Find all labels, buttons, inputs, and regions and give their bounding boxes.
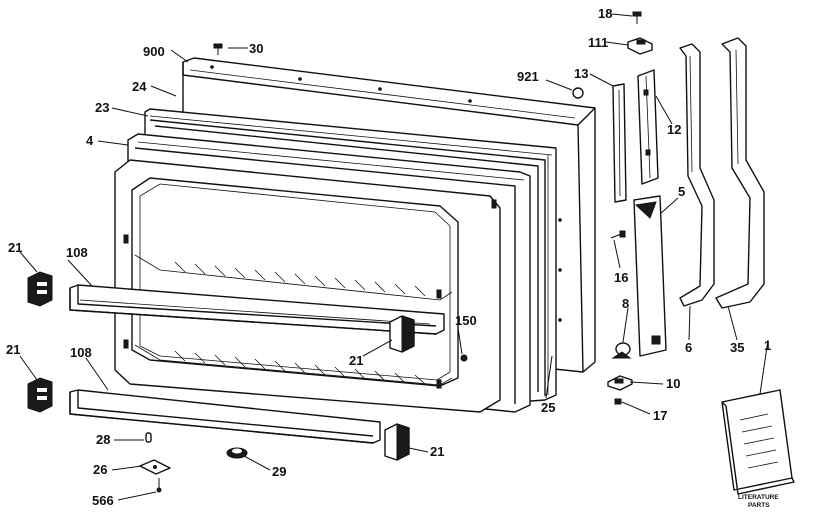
screw-16 [610,230,626,239]
screw-18 [632,11,642,24]
plate-26 [139,459,171,475]
label-108-upper: 108 [66,245,88,260]
handle-6 [679,43,715,307]
literature-booklet [721,389,795,495]
parts-label: PARTS [748,502,770,509]
label-10: 10 [666,376,680,391]
label-24: 24 [132,79,147,94]
hinge-strip-13 [612,83,627,203]
callout-labels: 18 111 900 30 921 13 12 24 23 4 5 16 21 … [6,6,779,509]
end-cap-lower-right [384,423,410,461]
screw-30 [213,43,223,55]
cap-29 [226,447,248,459]
hinge-cap-111 [627,37,653,55]
clip-10 [607,375,633,391]
label-21-upper-right: 21 [349,353,363,368]
handle-35 [715,37,765,309]
spacer-28 [145,432,152,443]
label-108-lower: 108 [70,345,92,360]
bracket-5 [633,195,667,357]
label-16: 16 [614,270,628,285]
label-1: 1 [764,338,771,353]
label-21-lower-right: 21 [430,444,444,459]
end-cap-lower-left [27,377,53,413]
label-25: 25 [541,400,555,415]
label-150: 150 [455,313,477,328]
label-12: 12 [667,122,681,137]
label-921: 921 [517,69,539,84]
label-13: 13 [574,66,588,81]
label-17: 17 [653,408,667,423]
label-5: 5 [678,184,685,199]
label-21-upper-left: 21 [8,240,22,255]
screw-566 [156,478,162,493]
plug-8 [611,342,632,359]
label-30: 30 [249,41,263,56]
label-35: 35 [730,340,744,355]
label-28: 28 [96,432,110,447]
screw-150 [460,354,468,362]
label-4: 4 [86,133,94,148]
hinge-channel-12 [637,69,659,185]
label-566: 566 [92,493,114,508]
end-cap-upper-right [389,315,415,353]
label-21-lower-left: 21 [6,342,20,357]
label-6: 6 [685,340,692,355]
inner-door-liner [114,159,501,413]
label-900: 900 [143,44,165,59]
leader-lines [19,13,769,501]
label-29: 29 [272,464,286,479]
cap-921 [572,87,584,99]
label-111: 111 [588,35,608,50]
upper-shelf-ribs [134,254,453,301]
screw-17 [614,398,622,405]
end-cap-upper-left [27,271,53,307]
lower-shelf-ribs [134,344,453,386]
upper-shelf-bar [69,284,445,335]
label-8: 8 [622,296,629,311]
literature-label: LITERATURE [738,494,779,501]
label-18: 18 [598,6,612,21]
lower-shelf-bar [69,389,381,444]
label-23: 23 [95,100,109,115]
label-26: 26 [93,462,107,477]
